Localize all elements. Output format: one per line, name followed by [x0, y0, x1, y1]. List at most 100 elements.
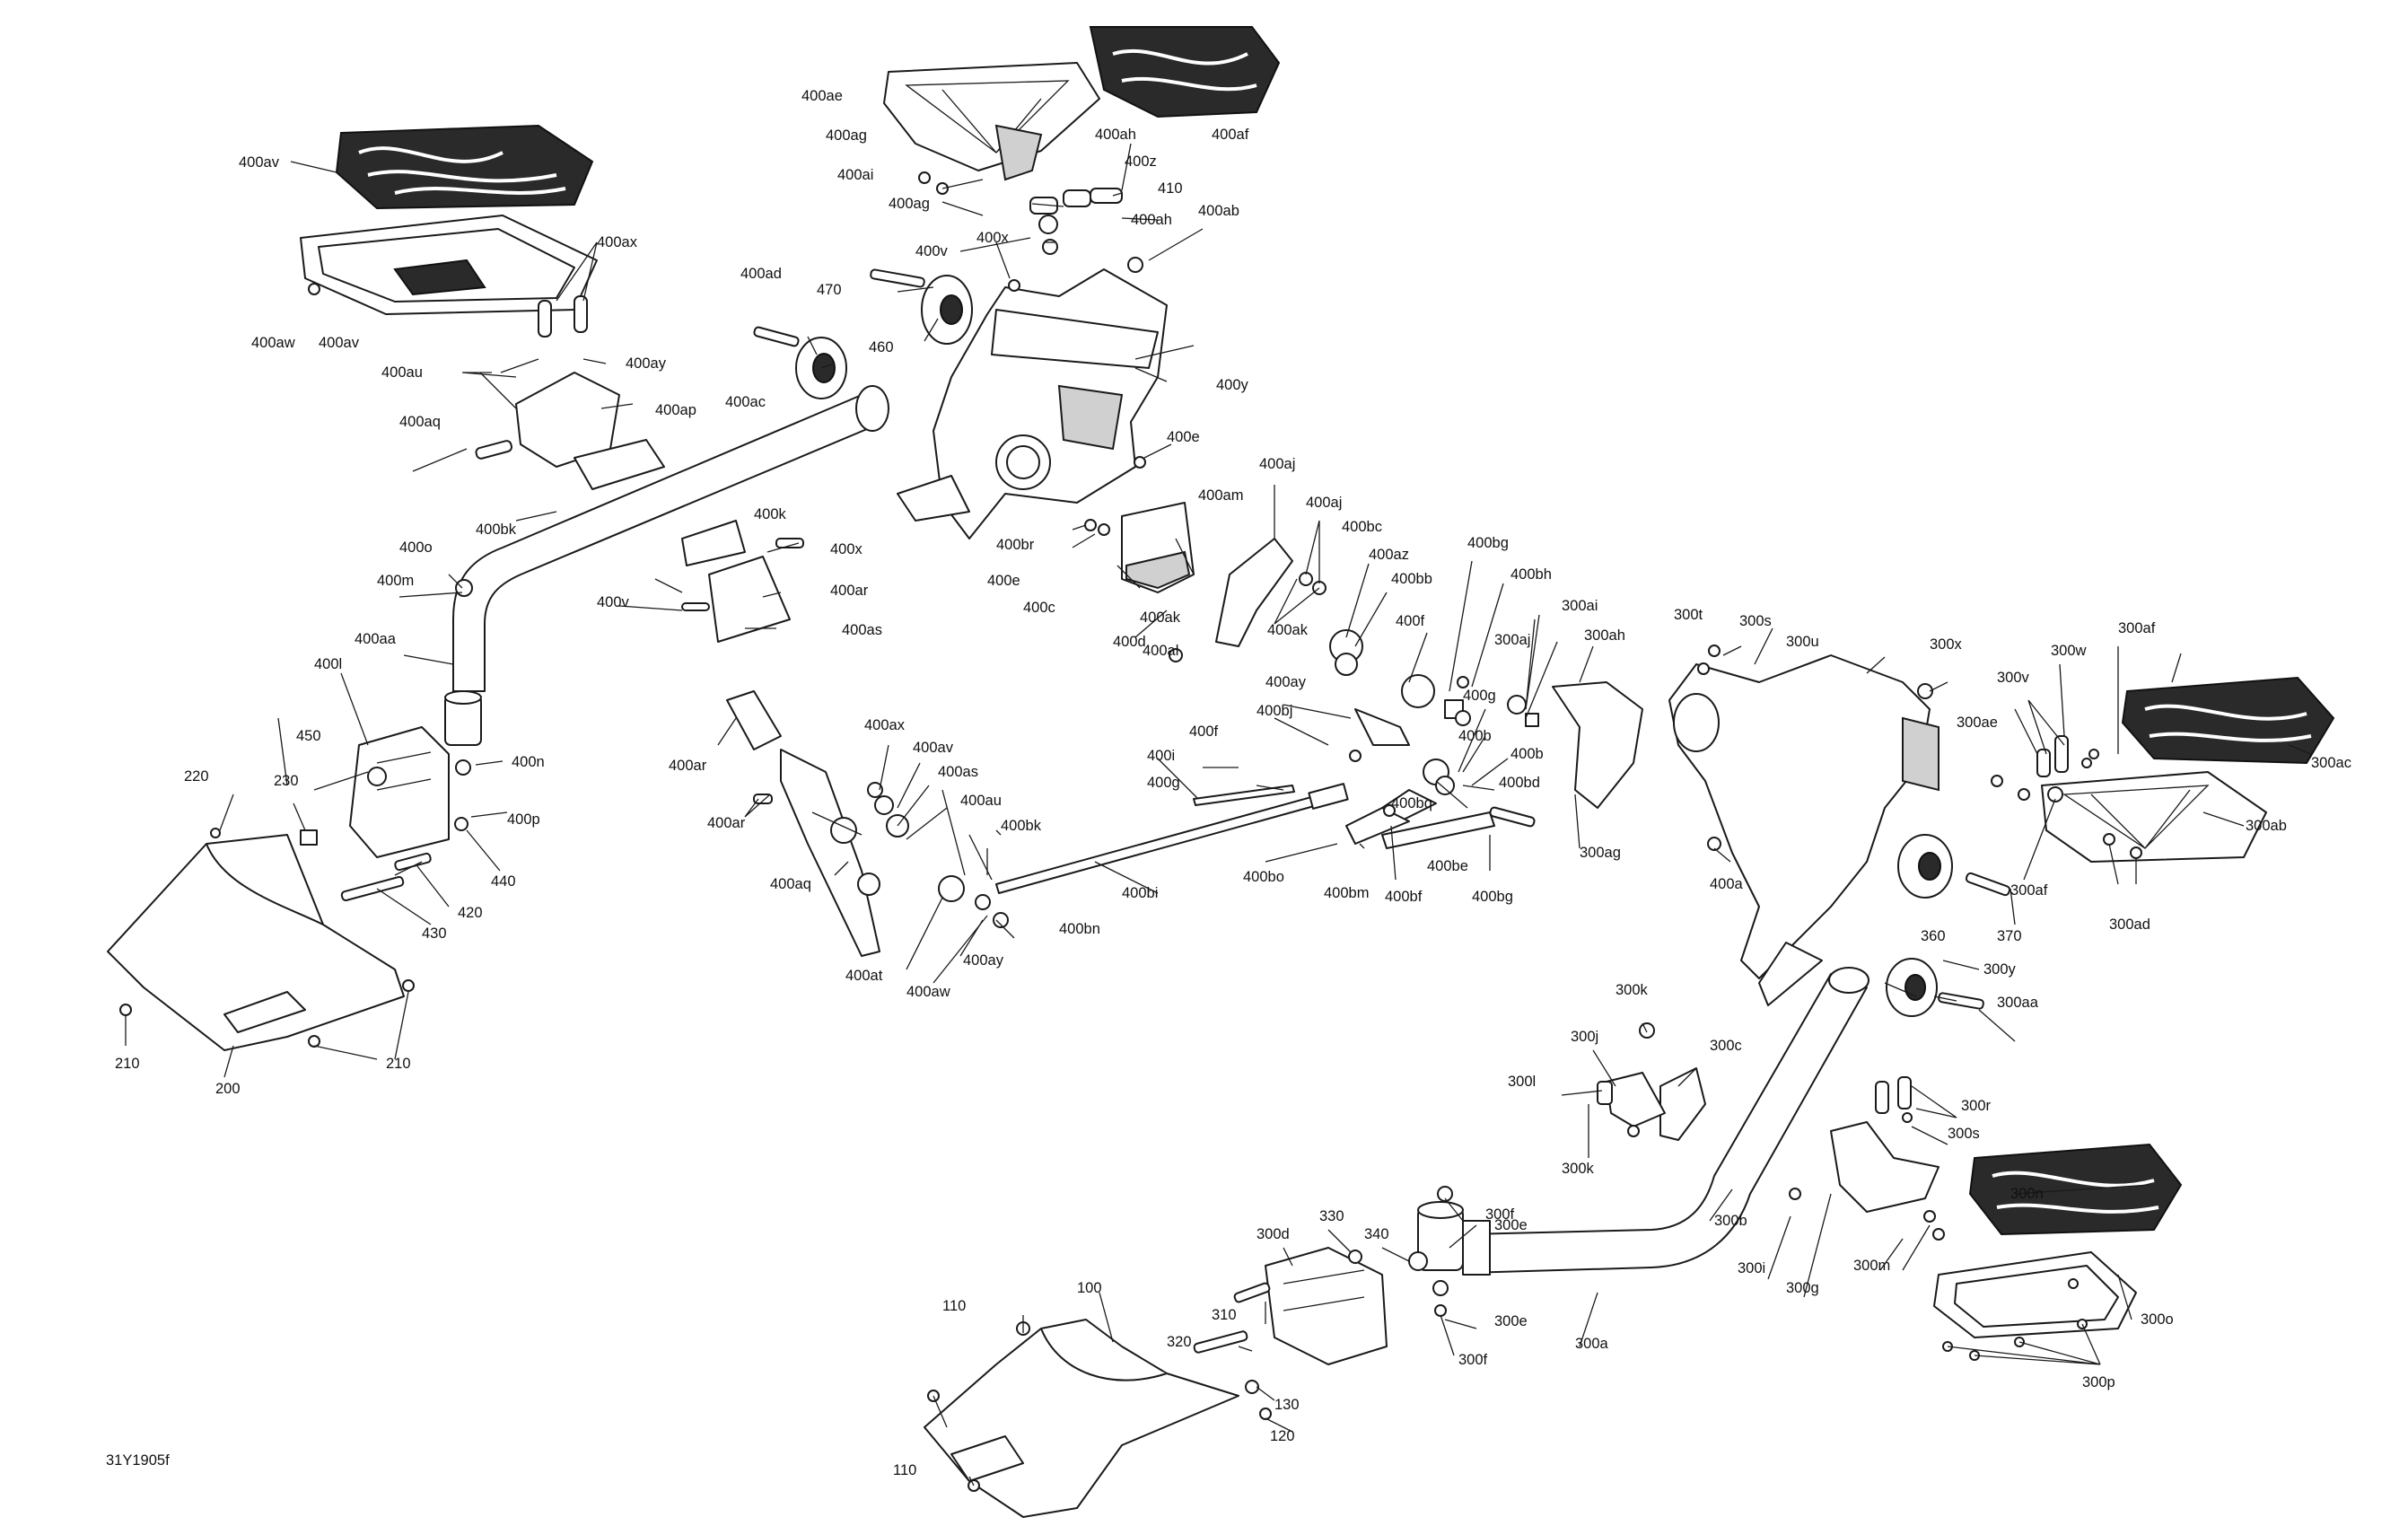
callout-400bc: 400bg — [1467, 535, 1509, 551]
callout-130: 130 — [1274, 1397, 1300, 1413]
callout-400p: 400aw — [251, 335, 295, 351]
callout-400ad: 400ae — [801, 88, 843, 104]
footrest-pad-400o — [335, 124, 594, 210]
callout-400bo: 400g — [1147, 775, 1180, 791]
callout-400bg-2: 400bn — [1059, 921, 1100, 937]
lever-400an — [726, 690, 782, 750]
callout-400f-1: 400o — [399, 539, 433, 556]
callout-220: 220 — [184, 768, 209, 785]
callout-120: 120 — [1270, 1428, 1295, 1444]
footrest-pad-400ae — [1089, 26, 1281, 118]
callout-400aj-1: 400aj — [1306, 495, 1342, 511]
callout-110-2: 110 — [893, 1462, 916, 1478]
callout-400bn: 400f — [1189, 724, 1219, 740]
callout-400k-2: 400v — [597, 594, 630, 610]
callout-400aj-2: 400ak — [1140, 610, 1181, 626]
callout-300s: 300s — [1948, 1126, 1980, 1142]
callout-400ap-1: 400as — [938, 764, 978, 780]
callout-400an: 400ar — [669, 758, 707, 774]
callout-400bd: 400bh — [1510, 566, 1552, 583]
bushing-350 — [1897, 834, 1953, 899]
callout-400i: 400aq — [399, 414, 441, 430]
callout-400ag-2: 400ah — [1131, 212, 1172, 228]
callout-300i: 300i — [1738, 1260, 1765, 1276]
figure-reference: 31Y1905f — [106, 1452, 170, 1469]
callout-300p: 300p — [2082, 1374, 2115, 1390]
callout-400aa: 400ab — [1198, 203, 1239, 219]
callout-400at: 400ay — [963, 952, 1004, 969]
callout-400z: 410 — [1158, 180, 1183, 197]
callout-400am: 400aq — [770, 876, 811, 892]
callout-300ab: 300ab — [2246, 818, 2287, 834]
rod-400bo — [1193, 785, 1295, 806]
callout-440: 450 — [296, 728, 321, 744]
callout-400al: 400am — [1198, 487, 1243, 504]
fasteners — [119, 171, 2142, 1492]
callout-400q: 400ax — [597, 234, 638, 250]
callout-400x: 400y — [1216, 377, 1249, 393]
callout-400bh: 400bo — [1243, 869, 1284, 885]
callout-400av-1: 400az — [1369, 547, 1409, 563]
parts-artwork — [107, 26, 2335, 1518]
callout-400ar-1: 400av — [913, 740, 954, 756]
callout-400ao: 400ar — [707, 815, 746, 831]
leader-lines — [125, 143, 2312, 1487]
callout-300b: 300b — [1714, 1213, 1747, 1229]
callout-430: 440 — [491, 873, 516, 890]
callout-400ag-1: 400ag — [889, 196, 930, 212]
callout-300j: 300j — [1571, 1029, 1598, 1045]
callout-300x: 300w — [2051, 643, 2087, 659]
callout-400f-2: 400p — [507, 811, 540, 828]
callout-300t: 300s — [1739, 613, 1772, 629]
callout-300u: 300t — [1674, 607, 1703, 623]
callout-400br: 400g — [1463, 688, 1496, 704]
callout-300ac: 300ac — [2311, 755, 2351, 771]
callout-300l: 300l — [1508, 1074, 1536, 1090]
callout-400aw: 400b — [1458, 728, 1492, 744]
callout-300ad: 300ad — [2109, 916, 2150, 933]
callout-420: 430 — [422, 925, 447, 942]
callout-400o: 400av — [239, 154, 280, 171]
callout-400ba: 400bf — [1385, 889, 1423, 905]
callout-labels: 400av 400ax 400aw 400av 400au 400ay 400a… — [106, 88, 2351, 1478]
bracket-300ag — [1552, 681, 1643, 809]
callout-400av-2: 400b — [1510, 746, 1544, 762]
bracket-300d — [1265, 1247, 1388, 1365]
callout-300v: 300u — [1786, 634, 1819, 650]
callout-300m: 300m — [1853, 1258, 1890, 1274]
callout-400be: 400bi — [1122, 885, 1158, 901]
callout-400ah-1: 400ah — [1095, 127, 1136, 143]
callout-400bb: 400bg — [1472, 889, 1513, 905]
callout-400bf-2: 400bk — [1001, 818, 1042, 834]
callout-300g: 300g — [1786, 1280, 1819, 1296]
callout-460: 470 — [817, 282, 842, 298]
callout-400aq: 400au — [960, 793, 1002, 809]
bracket-300g — [1830, 1121, 1940, 1213]
callout-400y: 400z — [1125, 153, 1157, 170]
callout-400bg-1: 400bm — [1324, 885, 1369, 901]
callout-400ap-2: 400at — [845, 968, 883, 984]
callout-400ax: 400bb — [1391, 571, 1432, 587]
callout-400az: 400be — [1427, 858, 1468, 874]
tube-300a — [1462, 967, 1869, 1276]
callout-300w: 300v — [1997, 670, 2030, 686]
callout-400j: 400ar — [830, 583, 869, 599]
callout-400au: 400ay — [1265, 674, 1307, 690]
callout-110-1: 110 — [942, 1298, 966, 1314]
callout-400m: 400au — [381, 364, 423, 381]
callout-300af-2: 300af — [2010, 882, 2048, 899]
callout-300n: 300n — [2010, 1186, 2044, 1202]
footrest-frame-300o — [1933, 1251, 2137, 1338]
callout-450: 460 — [869, 339, 894, 355]
bushing-450 — [921, 275, 973, 345]
callout-410: 420 — [458, 905, 483, 921]
callout-370: 400a — [1710, 876, 1744, 892]
footrest-pad-300ac — [2121, 676, 2335, 765]
main-bracket-300v — [1668, 654, 1940, 1006]
callout-210-2: 210 — [386, 1056, 411, 1072]
callout-300ai: 300ai — [1562, 598, 1598, 614]
bracket-300c — [1659, 1067, 1706, 1141]
callout-300a: 300a — [1575, 1336, 1609, 1352]
callout-400k-1: 400x — [830, 541, 863, 557]
